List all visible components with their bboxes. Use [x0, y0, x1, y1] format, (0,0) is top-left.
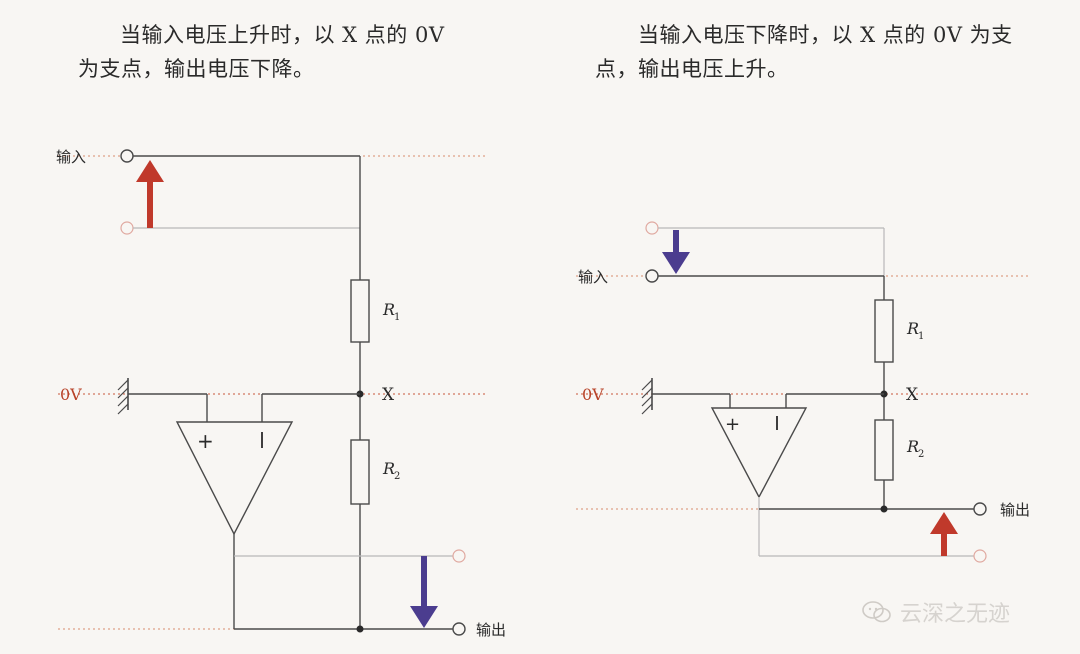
opamp-plus-sign: + — [725, 414, 740, 435]
resistor-r2 — [874, 419, 894, 481]
opamp-triangle — [710, 407, 808, 499]
watermark-text: 云深之无迹 — [900, 602, 1011, 627]
output-rise-arrow — [930, 512, 958, 556]
left-caption-line1: 当输入电压上升时，以 X 点的 0V — [120, 23, 445, 47]
ghost-output-terminal — [973, 549, 987, 563]
resistor-r1 — [874, 299, 894, 363]
input-fall-arrow — [662, 230, 690, 274]
output-node-dot — [356, 625, 364, 633]
r2-label: R — [906, 437, 919, 456]
resistor-r2 — [350, 439, 370, 505]
r2-label: R — [382, 459, 395, 478]
left-caption-line2: 为支点，输出电压下降。 — [78, 57, 315, 81]
zero-v-label: 0V — [60, 385, 82, 404]
opamp-plus-sign: + — [197, 429, 214, 453]
output-terminal — [452, 622, 466, 636]
r1-label: R — [382, 300, 395, 319]
output-label: 输出 — [1000, 501, 1030, 519]
right-caption-line1: 当输入电压下降时，以 X 点的 0V 为支 — [638, 23, 1013, 47]
ghost-input-terminal — [645, 221, 659, 235]
ghost-output-terminal — [452, 549, 466, 563]
output-node-dot — [880, 505, 888, 513]
node-x-label: X — [382, 385, 395, 405]
input-terminal — [120, 149, 134, 163]
r1-label: R — [906, 319, 919, 338]
output-terminal — [973, 502, 987, 516]
input-label: 输入 — [56, 148, 86, 166]
r2-subscript: 2 — [918, 449, 924, 460]
output-label: 输出 — [476, 621, 506, 639]
input-rise-arrow — [136, 160, 164, 228]
input-label: 输入 — [578, 268, 608, 286]
resistor-r1 — [350, 279, 370, 343]
zero-v-label: 0V — [582, 385, 604, 404]
wechat-icon — [862, 601, 891, 623]
r2-subscript: 2 — [394, 471, 400, 482]
opamp-triangle — [175, 421, 294, 536]
right-caption-line2: 点，输出电压上升。 — [595, 57, 789, 81]
node-x-label: X — [906, 385, 919, 405]
left-circuit: 输入 R 1 R 2 X 0V — [56, 148, 506, 639]
ground-symbol — [117, 378, 129, 415]
r1-subscript: 1 — [918, 331, 924, 342]
r1-subscript: 1 — [394, 312, 400, 323]
output-fall-arrow — [410, 556, 438, 628]
watermark: 云深之无迹 — [862, 596, 1010, 628]
right-circuit: 输入 R 1 R 2 X 0V — [576, 221, 1030, 563]
ground-symbol — [641, 378, 653, 415]
input-terminal — [645, 269, 659, 283]
ghost-input-terminal — [120, 221, 134, 235]
